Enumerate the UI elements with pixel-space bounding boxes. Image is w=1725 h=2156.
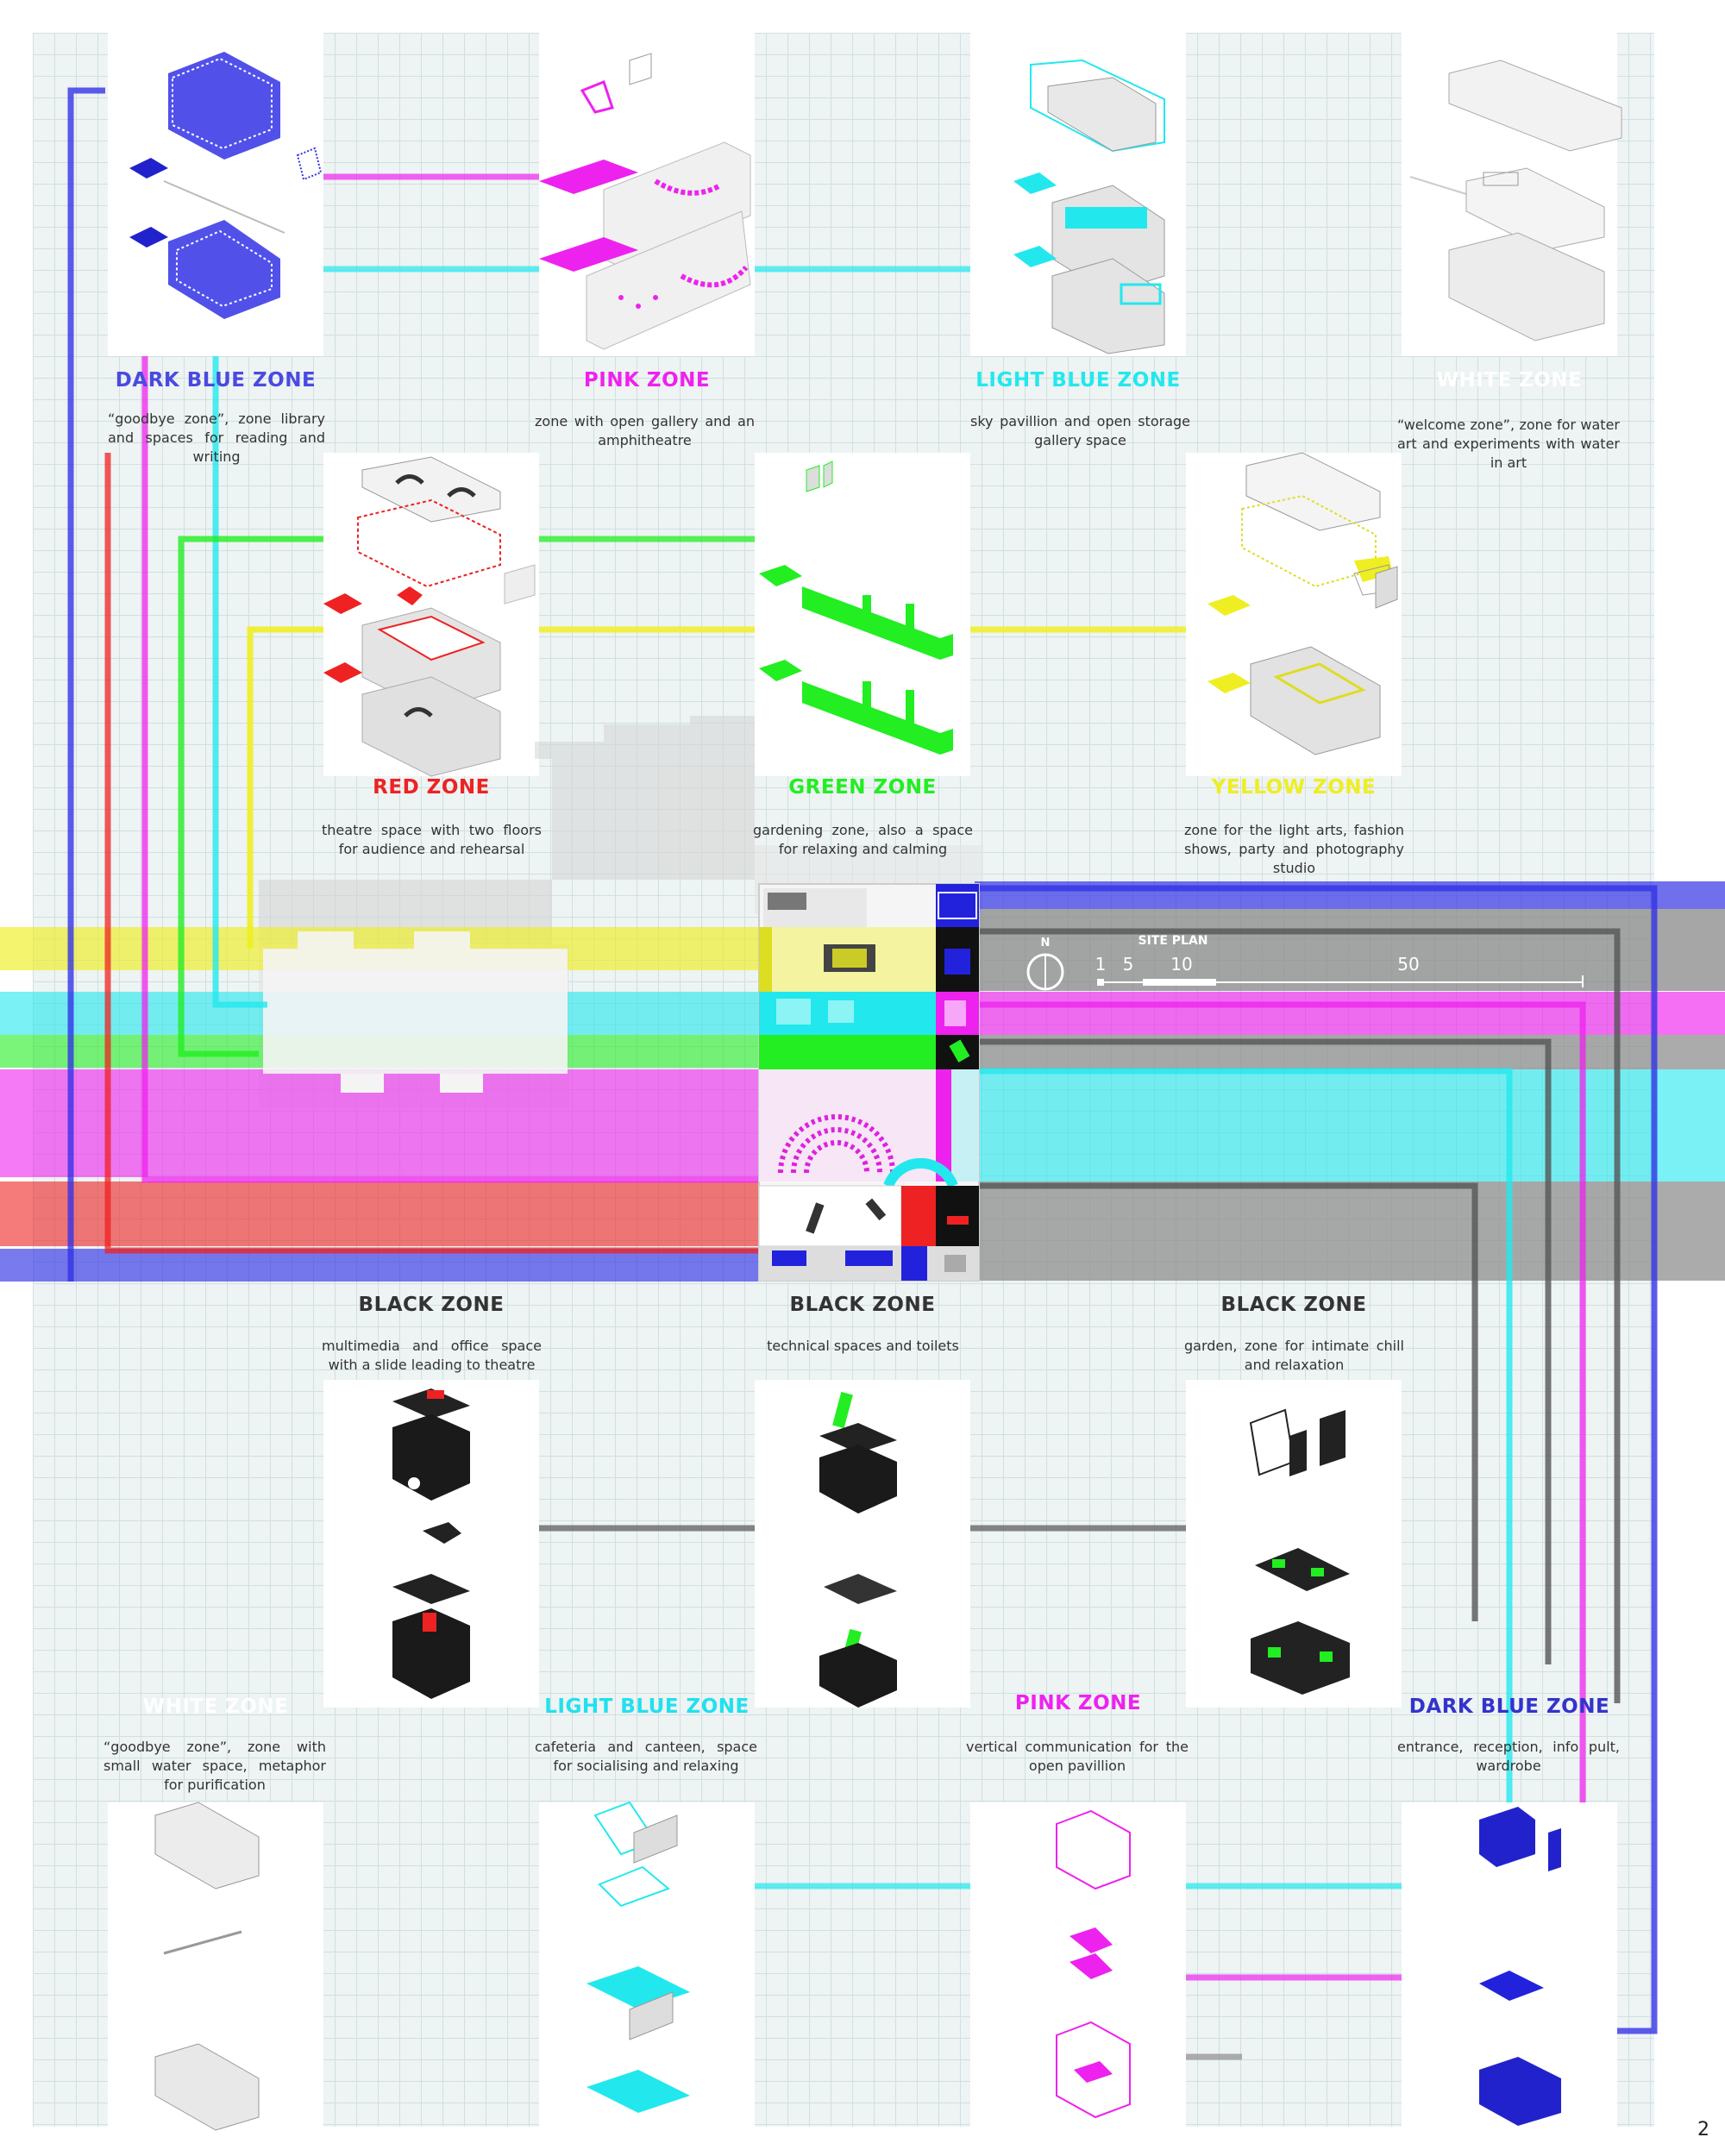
site-plan-title: SITE PLAN xyxy=(1138,934,1208,948)
desc-pink-bottom: vertical communication for the open pavi… xyxy=(966,1739,1189,1774)
zone-bands xyxy=(0,881,1725,1282)
title-white-top: WHITE ZONE xyxy=(1436,369,1583,392)
band-pink-right xyxy=(975,992,1725,1035)
desc-pink-top: zone with open gallery and an amphitheat… xyxy=(535,413,755,448)
title-black-1: BLACK ZONE xyxy=(358,1294,505,1316)
left-building-footprint xyxy=(263,931,568,1093)
title-white-bottom: WHITE ZONE xyxy=(142,1695,289,1718)
title-yellow: YELLOW ZONE xyxy=(1211,776,1377,799)
desc-black-3: garden, zone for intimate chill and rela… xyxy=(1184,1338,1404,1373)
axo-dark-blue-bottom xyxy=(1479,1807,1561,2126)
band-red xyxy=(0,1181,759,1246)
desc-red: theatre space with two floors for audien… xyxy=(322,822,542,857)
desc-black-1: multimedia and office space with a slide… xyxy=(322,1338,542,1373)
desc-white-top: “welcome zone”, zone for water art and e… xyxy=(1397,417,1620,471)
desc-light-blue-bottom: cafeteria and canteen, space for sociali… xyxy=(535,1739,757,1774)
scale-label-50: 50 xyxy=(1397,954,1419,975)
axo-dark-blue-top xyxy=(129,52,323,319)
band-light-blue-right xyxy=(975,1069,1725,1181)
north-label: N xyxy=(1041,937,1051,950)
scale-label-10: 10 xyxy=(1170,954,1192,975)
title-light-blue-bottom: LIGHT BLUE ZONE xyxy=(544,1695,750,1718)
desc-yellow: zone for the light arts, fashion shows, … xyxy=(1184,822,1404,876)
desc-dark-blue-top: “goodbye zone”, zone library and spaces … xyxy=(108,411,325,465)
title-green: GREEN ZONE xyxy=(788,776,937,799)
band-grey-right-3 xyxy=(975,1181,1725,1281)
band-grey-right-1 xyxy=(975,909,1725,991)
axo-light-blue-top xyxy=(1013,59,1165,354)
title-black-2: BLACK ZONE xyxy=(789,1294,936,1316)
title-red: RED ZONE xyxy=(373,776,490,799)
desc-white-bottom: “goodbye zone”, zone with small water sp… xyxy=(104,1739,326,1793)
axo-green xyxy=(759,461,953,755)
scale-label-5: 5 xyxy=(1123,954,1134,975)
axo-red xyxy=(323,456,536,777)
page-number: 2 xyxy=(1697,2119,1709,2140)
title-dark-blue-top: DARK BLUE ZONE xyxy=(115,369,317,392)
title-black-3: BLACK ZONE xyxy=(1220,1294,1367,1316)
axo-white-bottom xyxy=(154,1802,260,2131)
title-dark-blue-bottom: DARK BLUE ZONE xyxy=(1408,1695,1610,1718)
connector-lines xyxy=(67,87,1658,2060)
axo-pink-bottom xyxy=(1056,1809,1131,2119)
band-dark-blue xyxy=(0,1249,759,1282)
desc-green: gardening zone, also a space for relaxin… xyxy=(753,822,973,857)
desc-dark-blue-bottom: entrance, reception, info pult, wardrobe xyxy=(1397,1739,1620,1774)
axo-black-2 xyxy=(819,1391,897,1708)
axo-yellow xyxy=(1208,452,1398,755)
axo-pink-top xyxy=(539,53,751,350)
axo-white-top xyxy=(1409,60,1622,342)
desc-black-2: technical spaces and toilets xyxy=(767,1338,959,1354)
title-pink-bottom: PINK ZONE xyxy=(1014,1692,1142,1714)
title-pink-top: PINK ZONE xyxy=(583,369,711,392)
scale-label-1: 1 xyxy=(1095,954,1107,975)
title-light-blue-top: LIGHT BLUE ZONE xyxy=(975,369,1181,392)
axo-black-3 xyxy=(1249,1408,1350,1695)
axo-black-1 xyxy=(392,1388,470,1699)
desc-light-blue-top: sky pavillion and open storage gallery s… xyxy=(970,413,1190,448)
site-plan: N SITE PLAN 1 5 10 50 xyxy=(1026,934,1584,991)
central-floor-plan xyxy=(758,883,980,1282)
axo-light-blue-bottom xyxy=(586,1801,690,2113)
